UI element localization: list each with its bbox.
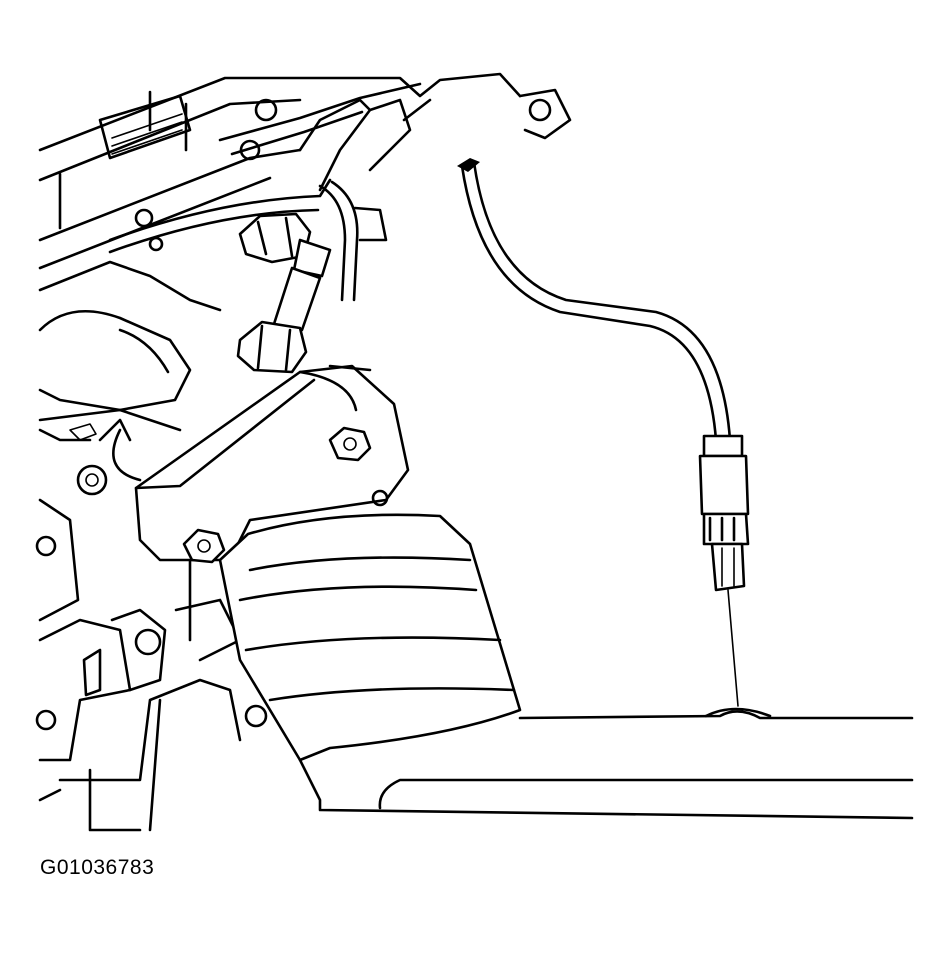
flange-nut-lower [182, 528, 226, 564]
engine-block [35, 72, 522, 832]
engine-hoses [108, 82, 572, 302]
figure-id-label: G01036783 [40, 856, 155, 879]
catalytic-converter [218, 513, 522, 762]
upstream-oxygen-sensor [236, 212, 332, 374]
exhaust-pipe [298, 707, 914, 820]
exhaust-flange [134, 364, 410, 564]
flange-nut-upper [328, 426, 372, 462]
downstream-oxygen-sensor [457, 158, 750, 707]
